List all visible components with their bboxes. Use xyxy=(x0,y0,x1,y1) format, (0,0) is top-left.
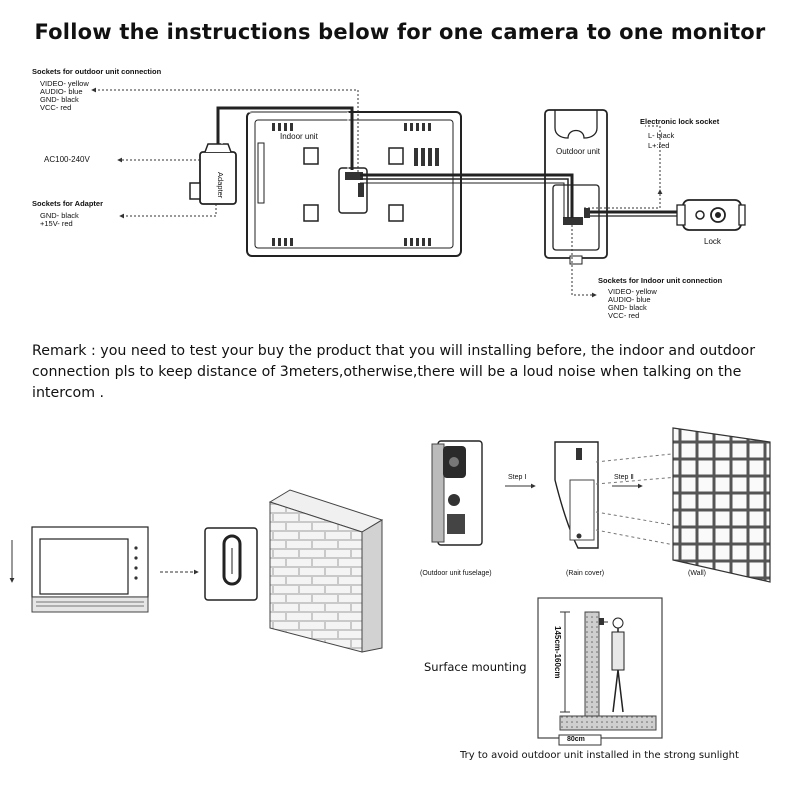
step-2-label: Step Ⅱ xyxy=(614,474,634,481)
lock-label: Lock xyxy=(704,237,721,246)
wall-caption: (Wall) xyxy=(688,570,707,577)
surface-mounting-label: Surface mounting xyxy=(424,660,527,674)
lock-socket-heading: Electronic lock socket xyxy=(640,117,720,126)
adapter-label: Adapter xyxy=(216,172,225,199)
lock-socket-line: L+:red xyxy=(648,141,670,150)
indoor-sockets-heading: Sockets for Indoor unit connection xyxy=(598,276,723,285)
adapter-socket-line: GND- black xyxy=(40,211,79,220)
outdoor-sockets-heading: Sockets for outdoor unit connection xyxy=(32,67,162,76)
outdoor-socket-line: GND- black xyxy=(40,95,79,104)
sunlight-note: Try to avoid outdoor unit installed in t… xyxy=(460,750,739,761)
outdoor-socket-line: VCC- red xyxy=(40,103,72,112)
outdoor-socket-line: VIDEO- yellow xyxy=(40,79,89,88)
indoor-unit-monitor xyxy=(246,111,462,257)
outdoor-unit-panel xyxy=(544,109,608,265)
lock-device xyxy=(676,199,746,231)
indoor-socket-line: GND- black xyxy=(608,303,647,312)
fuselage-caption: (Outdoor unit fuselage) xyxy=(420,570,492,577)
adapter-sockets-heading: Sockets for Adapter xyxy=(32,199,103,208)
outdoor-socket-line: AUDIO- blue xyxy=(40,87,83,96)
indoor-socket-line: VCC- red xyxy=(608,311,640,320)
ac-voltage-label: AC100-240V xyxy=(44,155,90,164)
indoor-socket-line: VIDEO- yellow xyxy=(608,287,657,296)
install-left-illustration xyxy=(9,489,384,653)
adapter-socket-line: +15V- red xyxy=(40,219,73,228)
surface-mounting-diagram xyxy=(537,597,663,746)
adapter xyxy=(189,143,237,205)
mounting-depth-label: 80cm xyxy=(567,736,585,743)
indoor-unit-label: Indoor unit xyxy=(280,132,318,141)
install-steps-illustration xyxy=(431,427,771,583)
outdoor-unit-label: Outdoor unit xyxy=(556,147,601,156)
lock-socket-line: L- black xyxy=(648,131,675,140)
step-1-label: Step Ⅰ xyxy=(508,474,527,481)
indoor-socket-line: AUDIO- blue xyxy=(608,295,651,304)
mounting-height-label: 145cm-160cm xyxy=(553,626,562,679)
rain-cover-caption: (Rain cover) xyxy=(566,570,605,577)
remark-text: Remark : you need to test your buy the p… xyxy=(32,343,756,401)
page-title: Follow the instructions below for one ca… xyxy=(34,20,766,44)
